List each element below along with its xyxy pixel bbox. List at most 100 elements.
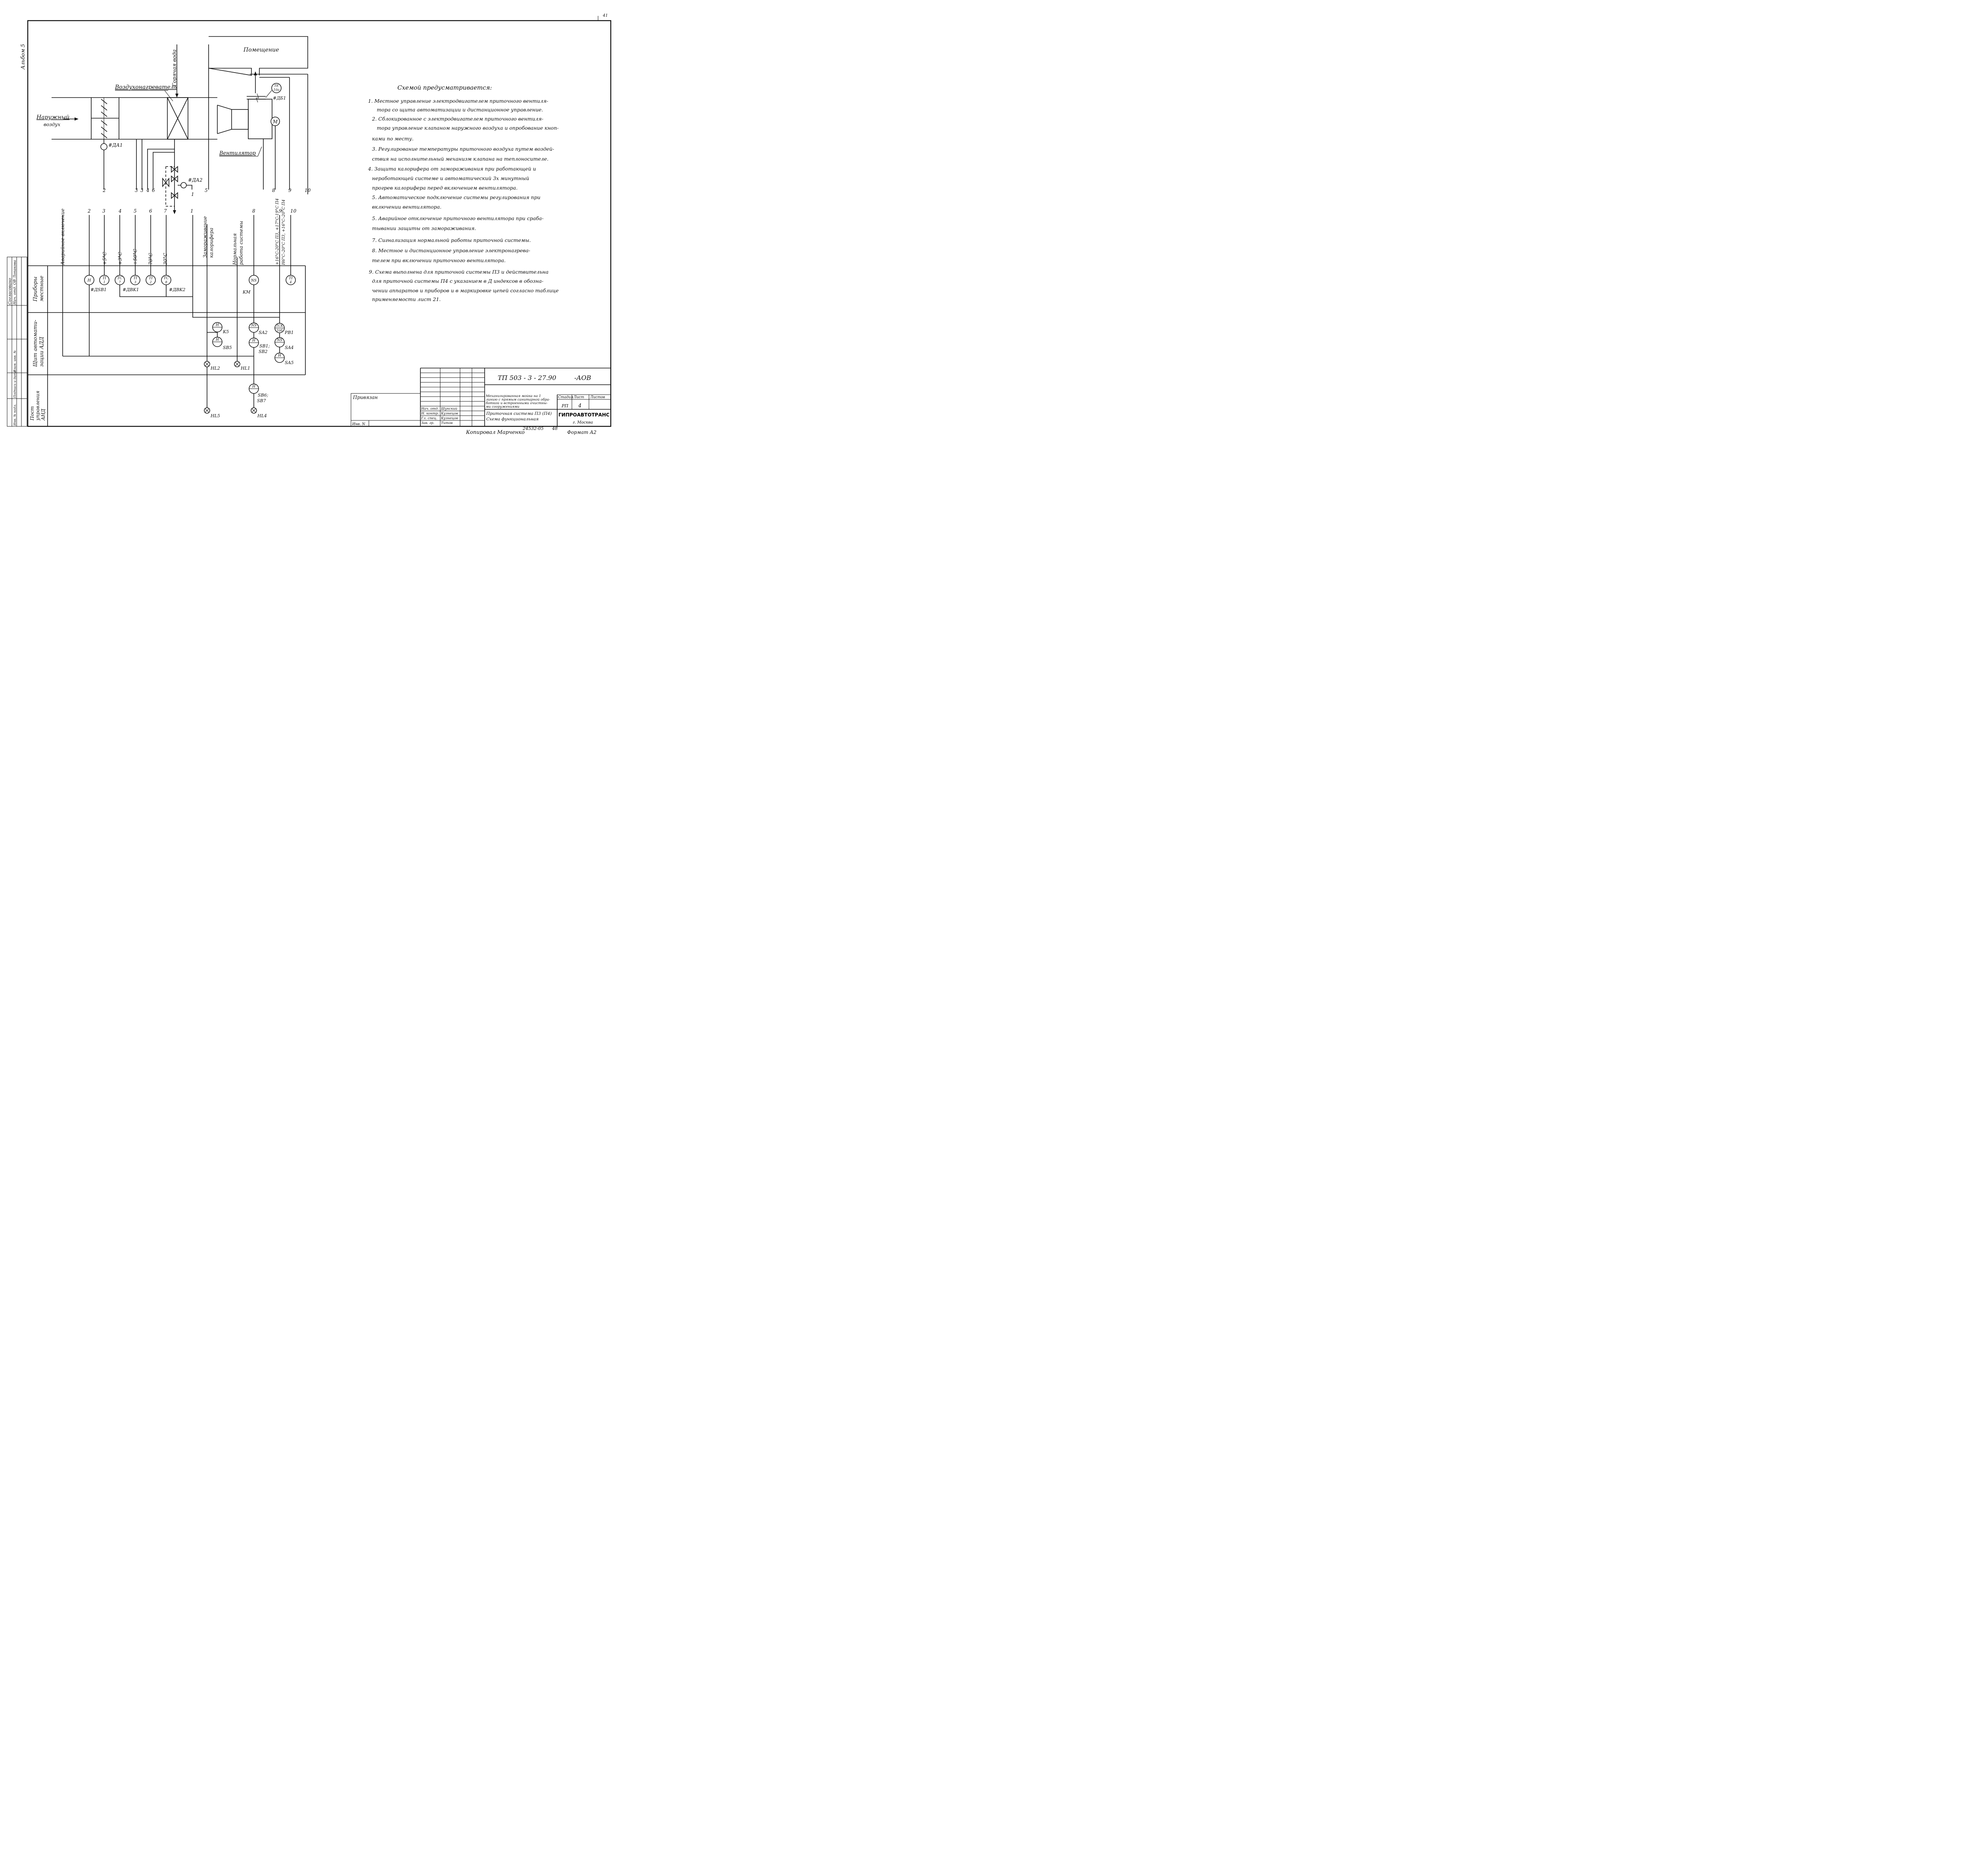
svg-text:SB6;: SB6;	[258, 393, 268, 398]
svg-text:10б: 10б	[276, 329, 282, 332]
svg-text:Схема функциональная: Схема функциональная	[486, 417, 539, 422]
svg-text:TI: TI	[102, 276, 106, 280]
svg-text:Кузнецов: Кузнецов	[441, 416, 458, 420]
svg-text:10a: 10a	[274, 88, 280, 92]
svg-text:Стадия: Стадия	[558, 395, 573, 399]
room-box	[208, 36, 308, 76]
svg-text:боткой и встроенными очистны-: боткой и встроенными очистны-	[486, 401, 548, 405]
svg-text:Н. контр.: Н. контр.	[421, 412, 439, 416]
instr-ti1	[99, 275, 109, 285]
instr-tc8	[161, 275, 171, 285]
pressure-sensor-da2	[180, 182, 187, 188]
svg-text:NS: NS	[251, 324, 257, 328]
svg-text:3: 3	[134, 280, 136, 284]
svg-text:прогрев калорифера перед включ: прогрев калорифера перед включением вент…	[372, 185, 518, 191]
svg-text:1. Местное управление электрод: 1. Местное управление электродвигателем …	[368, 98, 548, 104]
svg-text:24532-05: 24532-05	[522, 426, 544, 431]
fan-body	[248, 99, 272, 139]
svg-text:KM: KM	[242, 290, 251, 295]
svg-text:TI: TI	[149, 276, 153, 280]
fan-label: Вентилятор	[219, 150, 256, 156]
svg-text:2: 2	[149, 280, 152, 284]
svg-text:1: 1	[103, 280, 105, 284]
tag-db1: #ДБ1	[273, 96, 286, 101]
svg-text:SB5: SB5	[223, 345, 232, 350]
doc-code: ТП 503 - 3 - 27.90	[498, 374, 556, 382]
svg-text:2: 2	[102, 188, 106, 193]
svg-text:местные: местные	[39, 276, 45, 301]
svg-text:Приточная система П3 (П4): Приточная система П3 (П4)	[486, 411, 552, 416]
svg-text:линию с прямым санитарной обра: линию с прямым санитарной обра-	[486, 397, 550, 402]
air-heater	[167, 97, 188, 140]
pressure-sensor-da1	[100, 143, 107, 150]
signal-line-numbers: 2 3 4 5 6 7 1 8 9 10	[87, 208, 297, 214]
svg-text:Инв. N: Инв. N	[352, 422, 366, 426]
svg-text:6: 6	[149, 208, 152, 214]
svg-text:3. Регулирование температуры п: 3. Регулирование температуры приточного …	[372, 146, 554, 152]
svg-text:30°C: 30°C	[163, 253, 168, 265]
functional-diagram-sheet: 41 Альбом 5 Помещение TE 10a #ДБ1 M Вент…	[7, 13, 612, 435]
svg-text:5. Аварийное отключение приточ: 5. Аварийное отключение приточного венти…	[372, 215, 543, 221]
valve-bypass	[162, 177, 169, 188]
svg-text:H: H	[252, 339, 255, 343]
svg-text:7. Сигнализация нормальной раб: 7. Сигнализация нормальной работы приточ…	[372, 237, 531, 243]
svg-text:#ДSB1: #ДSB1	[90, 287, 107, 292]
svg-text:Взам. инв. №: Взам. инв. №	[13, 351, 17, 372]
svg-text:HL2: HL2	[210, 366, 220, 371]
svg-text:Нач. отд.: Нач. отд.	[421, 407, 439, 411]
svg-text:H: H	[215, 323, 219, 327]
post-instruments: H SB6; SB7 HL5 HL4	[204, 384, 268, 418]
svg-text:+3°C: +3°C	[117, 252, 123, 265]
svg-text:+5°C: +5°C	[102, 252, 107, 265]
instr-ns-local	[249, 275, 259, 285]
svg-text:10: 10	[305, 188, 311, 193]
svg-text:SB1;: SB1;	[259, 343, 270, 349]
room-label: Помещение	[243, 47, 279, 53]
svg-text:5: 5	[205, 188, 208, 193]
svg-text:Зав. гр.: Зав. гр.	[421, 421, 434, 425]
label-freeze: Замораживание	[202, 216, 208, 258]
svg-text:TI: TI	[133, 276, 137, 280]
format-label: Формат А2	[567, 430, 596, 435]
svg-text:K5: K5	[222, 329, 229, 334]
svg-text:H: H	[252, 385, 255, 389]
svg-text:Лист: Лист	[573, 395, 584, 399]
instr-ti4	[286, 275, 296, 285]
svg-text:7: 7	[164, 208, 167, 214]
svg-text:ками по месту.: ками по месту.	[372, 136, 414, 142]
svg-text:TC: TC	[117, 276, 123, 280]
svg-text:зации АДД: зации АДД	[39, 337, 45, 367]
svg-text:тора управление клапаном наруж: тора управление клапаном наружного возду…	[377, 125, 558, 131]
svg-text:TCK: TCK	[276, 324, 283, 328]
svg-text:Гл. спец.: Гл. спец.	[421, 416, 437, 420]
svg-text:управления: управления	[35, 391, 40, 421]
tag-da2: #ДА2	[188, 177, 203, 183]
panel-instruments: H K5 H SB5 NS SA2 H SB1; SB2 TCK 10б PB1…	[204, 322, 293, 371]
svg-text:3: 3	[135, 188, 138, 193]
title-block: ТП 503 - 3 - 27.90 -АОВ Привязан Инв. N …	[351, 368, 611, 427]
svg-text:-АОВ: -АОВ	[574, 374, 591, 382]
te-instrument	[271, 83, 282, 93]
heater-label: Воздухонагреватель	[115, 84, 177, 90]
org-name: ГИПРОАВТОТРАНС	[558, 412, 610, 418]
svg-text:Шунский: Шунский	[441, 407, 457, 411]
svg-text:6: 6	[152, 188, 155, 193]
svg-text:8: 8	[272, 188, 275, 193]
svg-text:Листов: Листов	[590, 395, 605, 399]
top-line-numbers: 2 3 3 4 6 1 5 8 9 10	[102, 188, 311, 197]
svg-text:Механизированная мойка на 1: Механизированная мойка на 1	[485, 394, 541, 398]
svg-text:Титов: Титов	[441, 421, 453, 425]
svg-text:8: 8	[165, 280, 167, 284]
instr-h-local	[84, 275, 94, 285]
page-mark: 41	[602, 13, 608, 18]
row-panel: Щит автомати-	[33, 320, 38, 367]
svg-text:неработающей системе и автомат: неработающей системе и автоматический 3х…	[372, 175, 529, 181]
svg-text:чении аппаратов и приборов и в: чении аппаратов и приборов и в маркировк…	[372, 288, 559, 293]
row-local: Приборы	[33, 276, 38, 302]
hot-water-label: Горячая вода	[172, 50, 178, 87]
svg-text:8: 8	[252, 208, 255, 214]
row-post: Пост	[29, 406, 35, 421]
svg-text:1: 1	[190, 208, 194, 214]
tag-da1: #ДА1	[108, 142, 123, 148]
svg-text:#ДBK2: #ДBK2	[169, 287, 185, 292]
